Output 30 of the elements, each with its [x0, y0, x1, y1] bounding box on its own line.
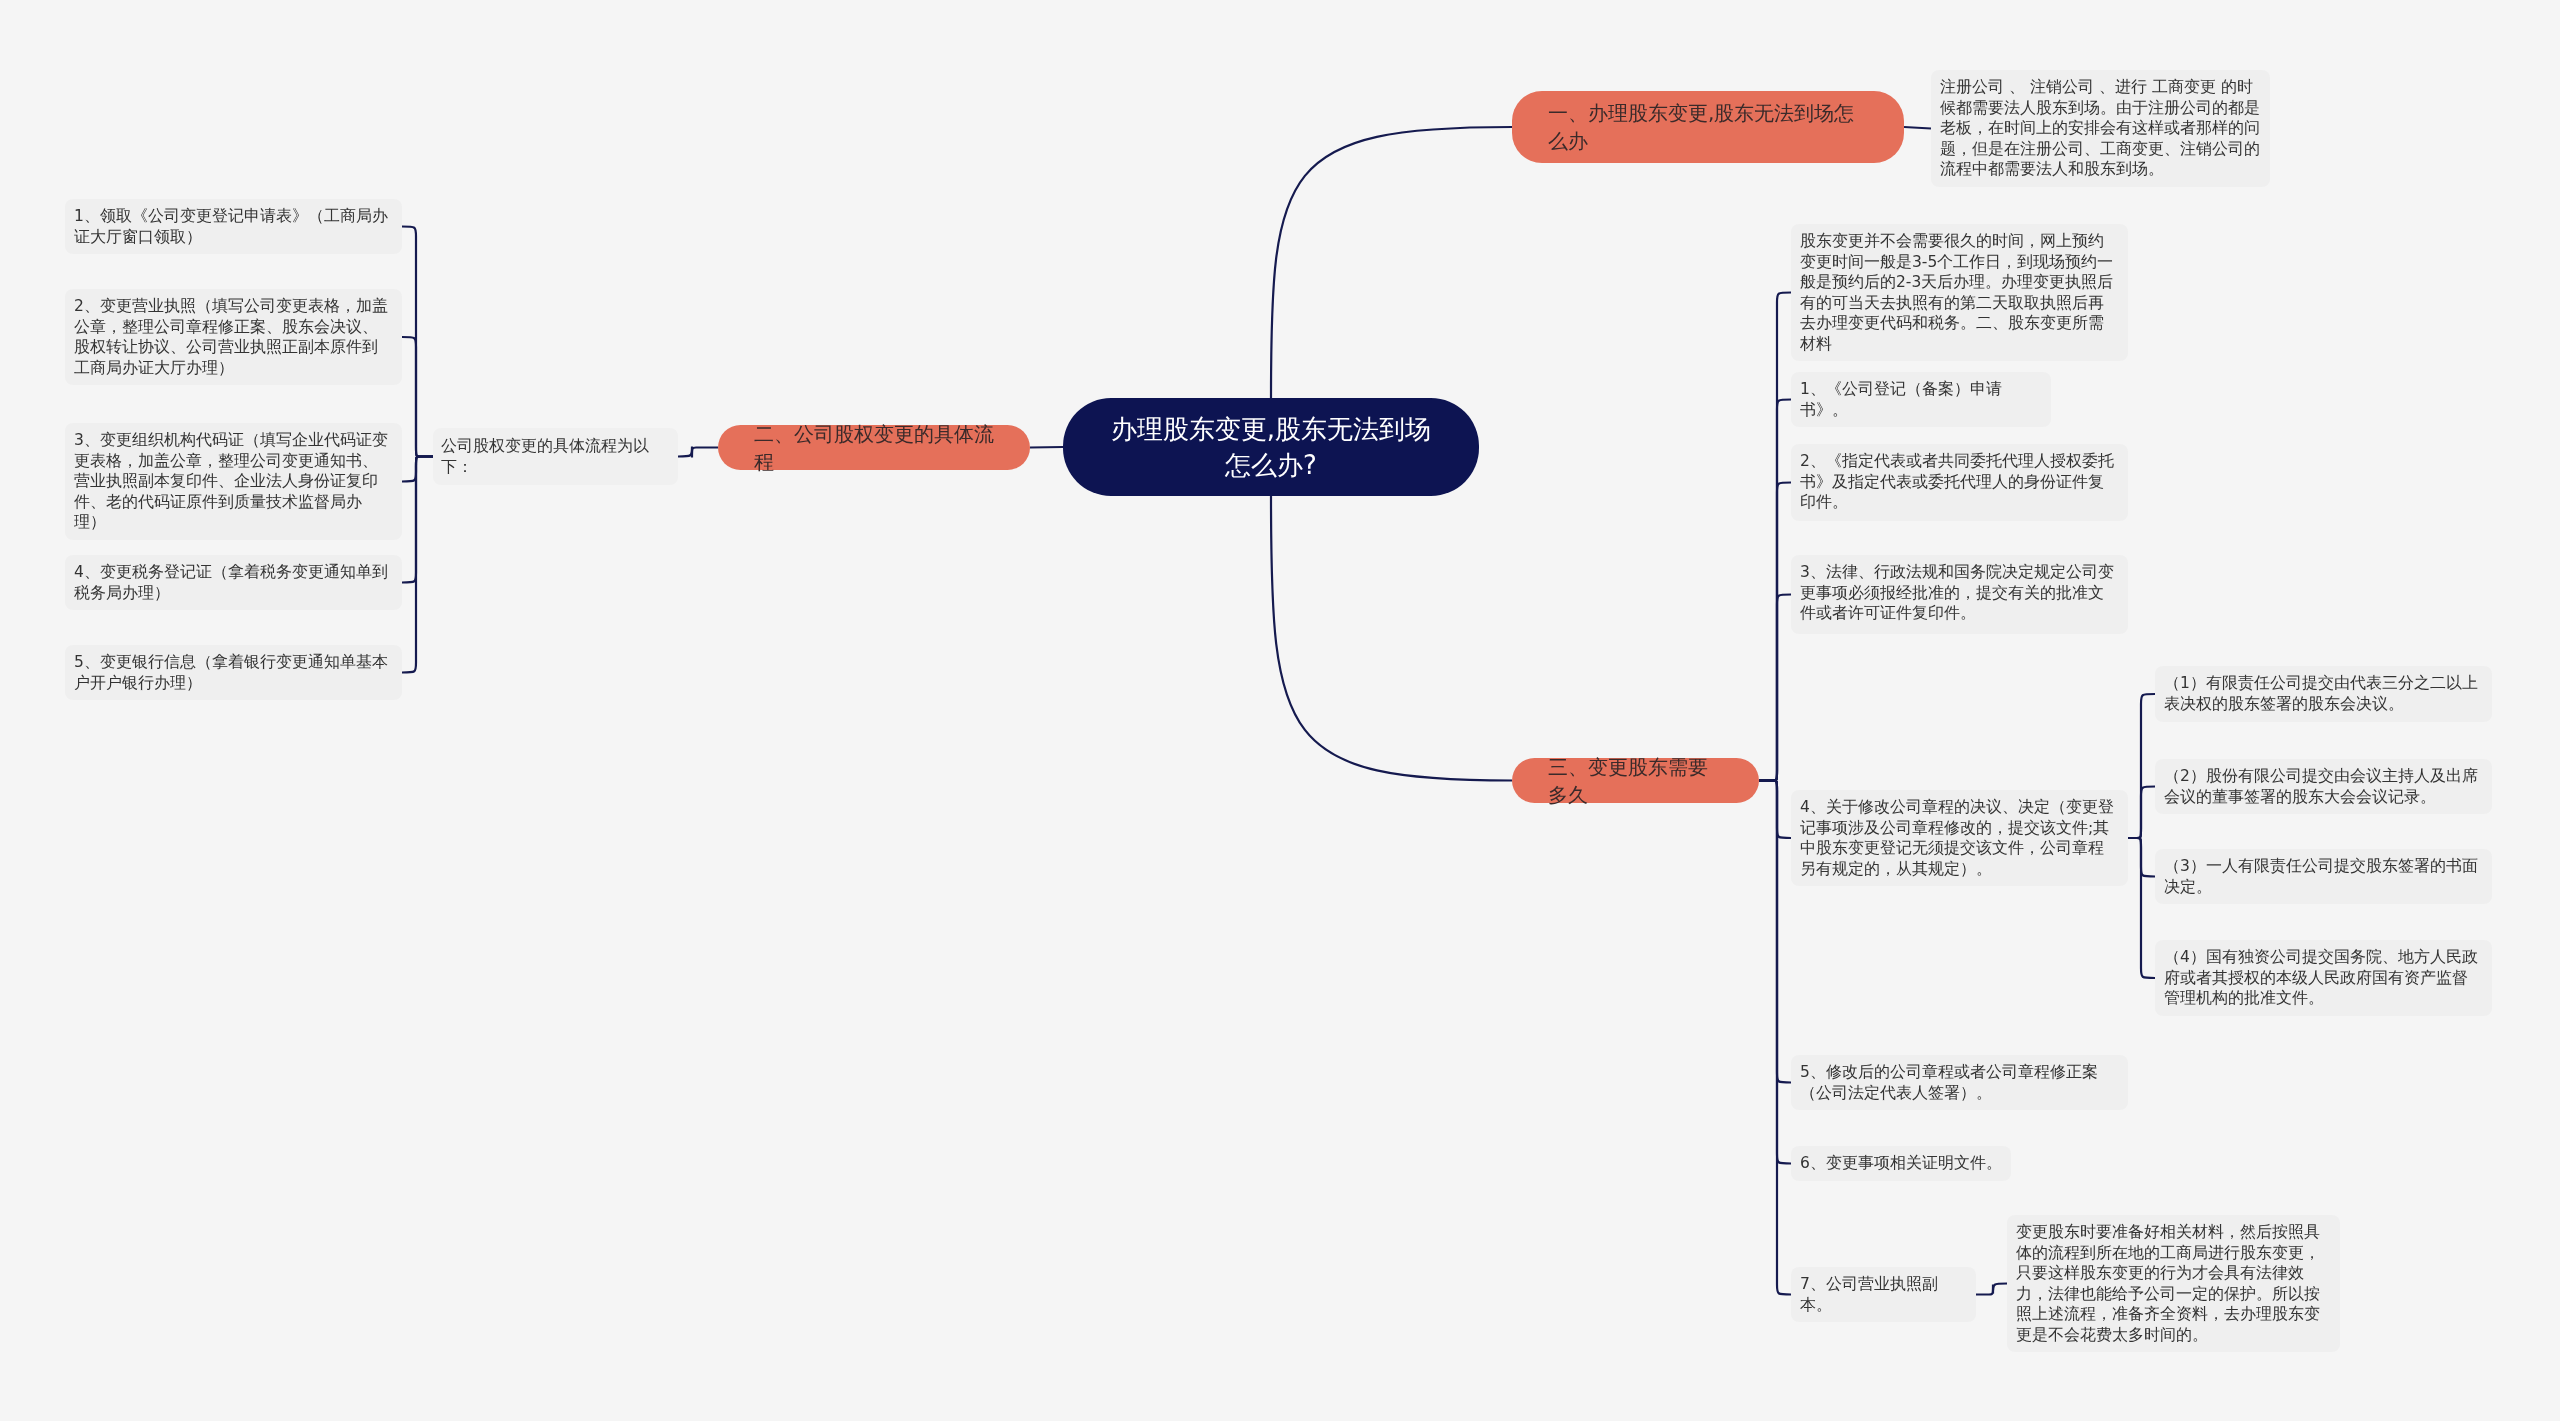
text-card: 3、变更组织机构代码证（填写企业代码证变更表格，加盖公章，整理公司变更通知书、营业执照副本复印件、企业法人身份证复印件、老的代码证原件到质量技术监督局办理）: [65, 423, 402, 540]
text-card: （3）一人有限责任公司提交股东签署的书面决定。: [2155, 849, 2492, 904]
text-card: 变更股东时要准备好相关材料，然后按照具体的流程到所在地的工商局进行股东变更，只要这样股东变更的行为才会具有法律效力，法律也能给予公司一定的保护。所以按照上述流程，准备齐全资料，去办理股东变更是不会花费太多时间的。: [2007, 1215, 2340, 1352]
text-card: 7、公司营业执照副本。: [1791, 1267, 1976, 1322]
text-card: （2）股份有限公司提交由会议主持人及出席会议的董事签署的股东大会会议记录。: [2155, 759, 2492, 814]
central-topic-box: 办理股东变更,股东无法到场怎么办?: [1063, 398, 1479, 496]
text-card: （4）国有独资公司提交国务院、地方人民政府或者其授权的本级人民政府国有资产监督管理机构的批准文件。: [2155, 940, 2492, 1016]
branch-topic-box: 二、公司股权变更的具体流程: [718, 425, 1030, 470]
branch-topic-box: 一、办理股东变更,股东无法到场怎么办: [1512, 91, 1904, 163]
text-card: 公司股权变更的具体流程为以下：: [433, 428, 678, 485]
connector-line: [1903, 125, 1932, 130]
text-card: 注册公司 、 注销公司 、进行 工商变更 的时候都需要法人股东到场。由于注册公司的都是老板，在时间上的安排会有这样或者那样的问题，但是在注册公司、工商变更、注销公司的流程中都需要法人和股东到场。: [1931, 70, 2270, 187]
text-card: 股东变更并不会需要很久的时间，网上预约变更时间一般是3-5个工作日，到现场预约一般是预约后的2-3天后办理。办理变更执照后有的可当天去执照有的第二天取取执照后再去办理变更代码和税务。二、股东变更所需材料: [1791, 224, 2128, 361]
connector-line: [1030, 445, 1063, 449]
connector-line: [1269, 125, 1512, 398]
text-card: 2、变更营业执照（填写公司变更表格，加盖公章，整理公司章程修正案、股东会决议、股权转让协议、公司营业执照正副本原件到工商局办证大厅办理）: [65, 289, 402, 385]
text-card: 4、关于修改公司章程的决议、决定（变更登记事项涉及公司章程修改的，提交该文件;其中股东变更登记无须提交该文件，公司章程另有规定的，从其规定）。: [1791, 790, 2128, 886]
text-card: 1、《公司登记（备案）申请书》。: [1791, 372, 2051, 427]
text-card: 5、修改后的公司章程或者公司章程修正案（公司法定代表人签署）。: [1791, 1055, 2128, 1110]
text-card: 6、变更事项相关证明文件。: [1791, 1146, 2011, 1181]
text-card: （1）有限责任公司提交由代表三分之二以上表决权的股东签署的股东会决议。: [2155, 666, 2492, 722]
connector-line: [1269, 496, 1512, 782]
text-card: 3、法律、行政法规和国务院决定规定公司变更事项必须报经批准的，提交有关的批准文件或者许可证件复印件。: [1791, 555, 2128, 634]
text-card: 5、变更银行信息（拿着银行变更通知单基本户开户银行办理）: [65, 645, 402, 700]
branch-topic-box: 三、变更股东需要多久: [1512, 758, 1759, 803]
text-card: 2、《指定代表或者共同委托代理人授权委托书》及指定代表或委托代理人的身份证件复印件。: [1791, 444, 2128, 521]
text-card: 4、变更税务登记证（拿着税务变更通知单到税务局办理）: [65, 555, 402, 610]
connector-line: [678, 445, 718, 459]
text-card: 1、领取《公司变更登记申请表》（工商局办证大厅窗口领取）: [65, 199, 402, 254]
connector-line: [1976, 1282, 2007, 1296]
